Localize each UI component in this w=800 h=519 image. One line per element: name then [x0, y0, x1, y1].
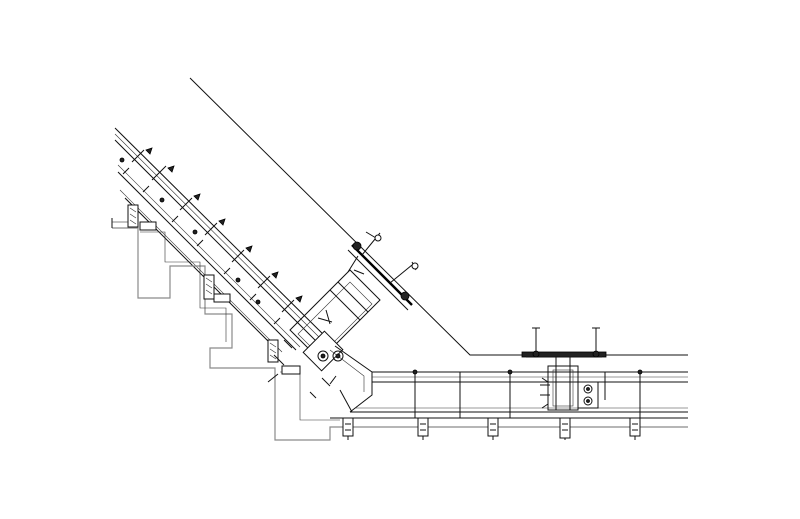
- diagonal-steel-bracket: [273, 231, 419, 372]
- outer-boundary-line: [189, 77, 688, 356]
- bottom-mullion-clips: [342, 417, 641, 440]
- insulation-blocks: [127, 204, 301, 375]
- horizontal-steel-bracket: [540, 357, 599, 411]
- diagonal-anchor-bolts: [119, 147, 303, 325]
- horizontal-profile-lines: [330, 371, 688, 419]
- diagonal-profile-lines: [114, 127, 336, 354]
- left-edge-details: [111, 218, 279, 383]
- corner-transition: [309, 345, 373, 413]
- horizontal-anchor-bolts: [412, 369, 643, 418]
- horizontal-top-plate: [521, 327, 607, 358]
